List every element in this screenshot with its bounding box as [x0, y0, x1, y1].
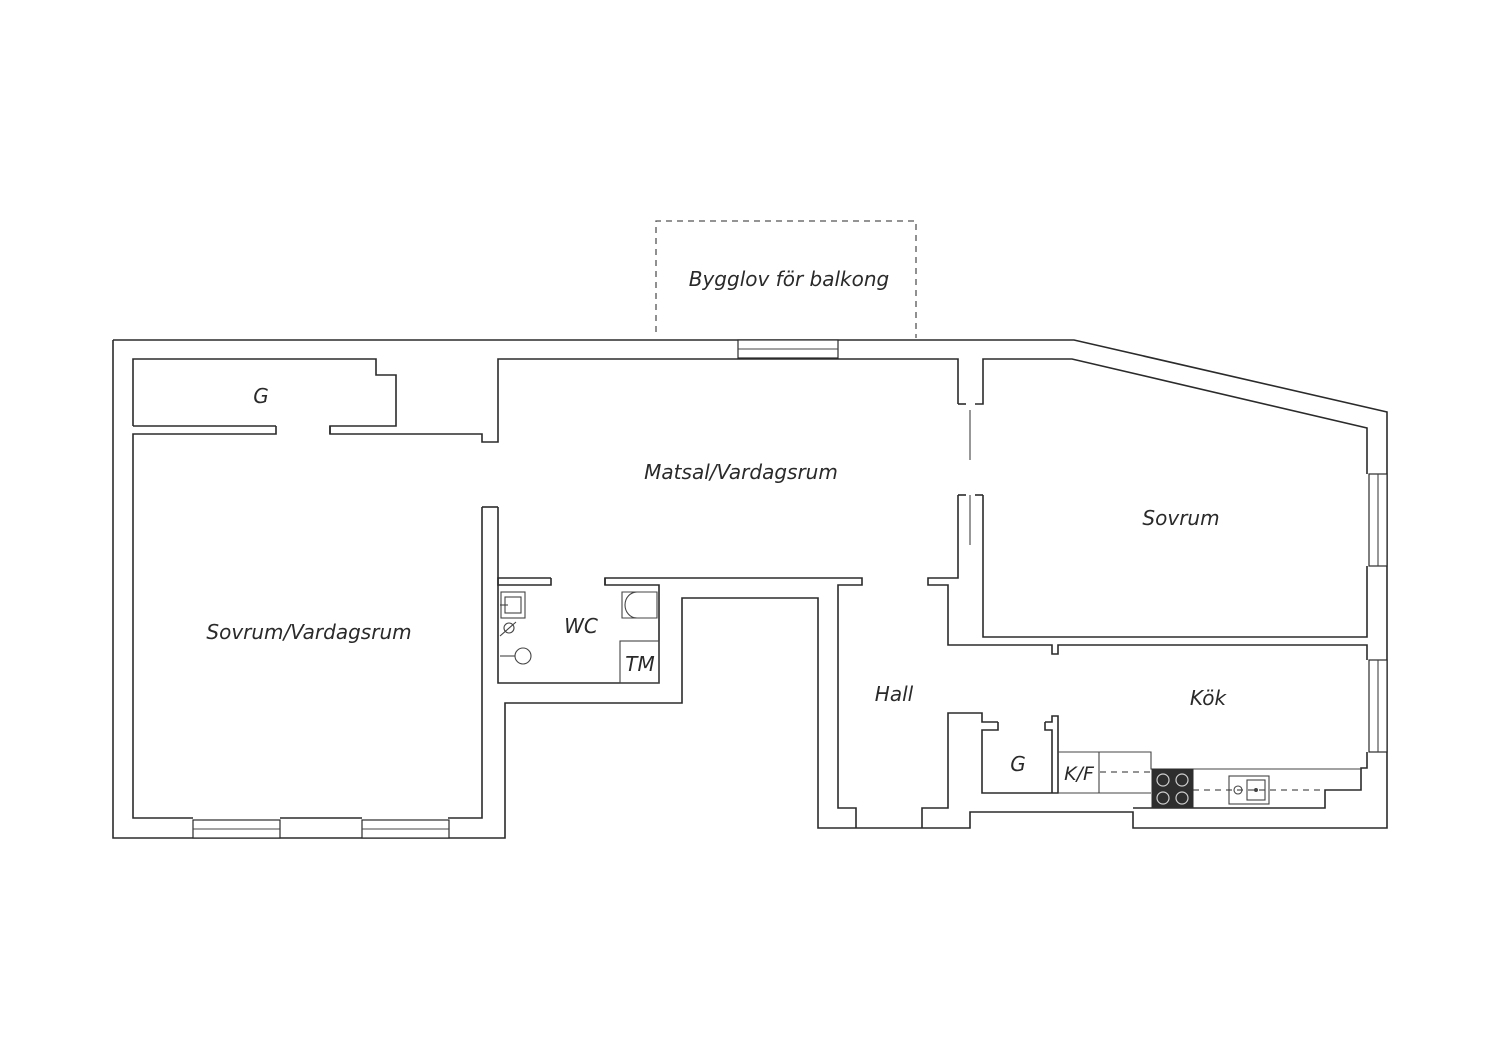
balcony-outline	[655, 220, 917, 338]
label-hall: Hall	[875, 682, 914, 706]
sink-icon	[500, 591, 526, 619]
toilet-icon	[621, 591, 658, 619]
stove-icon	[1151, 768, 1194, 809]
label-kitchen: Kök	[1190, 686, 1228, 710]
label-storage-hall: G	[1010, 752, 1026, 776]
label-wc: WC	[564, 614, 598, 638]
label-balcony: Bygglov för balkong	[689, 267, 890, 291]
label-storage-top-left: G	[253, 384, 269, 408]
label-bedroom-living-left: Sovrum/Vardagsrum	[206, 620, 411, 644]
label-bedroom-right: Sovrum	[1142, 506, 1219, 530]
outer-walls	[112, 339, 1388, 839]
washer-box	[619, 640, 660, 684]
shower-icon	[499, 621, 532, 665]
kitchen-sink-icon	[1228, 775, 1270, 805]
interior-walls	[132, 358, 1368, 828]
label-living-dining: Matsal/Vardagsrum	[644, 460, 838, 484]
label-washer: TM	[625, 652, 654, 676]
label-fridge-freezer: K/F	[1064, 763, 1095, 785]
windows	[192, 339, 1388, 839]
